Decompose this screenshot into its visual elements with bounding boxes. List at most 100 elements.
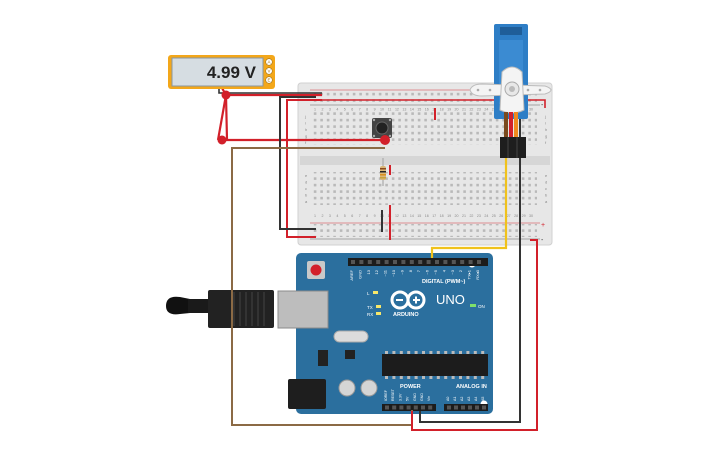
resistor[interactable] — [380, 158, 386, 186]
tx-led-label: TX — [367, 305, 373, 310]
arduino-brand: ARDUINO — [393, 312, 419, 318]
multimeter-display — [171, 57, 264, 87]
power-pin-socket[interactable] — [385, 405, 389, 410]
row-letter: g — [305, 134, 307, 139]
digital-pin-socket[interactable] — [359, 260, 364, 264]
power-jack[interactable] — [288, 379, 326, 409]
analog-pin-socket[interactable] — [482, 405, 486, 410]
digital-pin-socket[interactable] — [451, 260, 456, 264]
servo-motor[interactable] — [469, 24, 552, 158]
digital-pin-socket[interactable] — [393, 260, 397, 264]
analog-pin-socket[interactable] — [461, 405, 465, 410]
l-led — [373, 291, 378, 294]
multimeter-red-lead[interactable] — [216, 94, 228, 141]
row-letter: j — [544, 114, 546, 119]
power-pin-socket[interactable] — [399, 405, 404, 410]
digital-pin-label: 8 — [408, 269, 413, 272]
analog-pin-socket[interactable] — [468, 405, 472, 410]
power-pin-socket[interactable] — [428, 405, 433, 410]
multimeter[interactable]: 4.99 V AVE — [168, 55, 275, 89]
button-node[interactable] — [380, 135, 390, 145]
column-number: 5 — [344, 108, 346, 112]
row-letter: d — [545, 180, 547, 185]
row-letter: e — [305, 173, 308, 178]
rx-led-label: RX — [367, 312, 373, 317]
top-rail-red-wire[interactable] — [322, 99, 546, 108]
multimeter-terminals[interactable]: AVE — [265, 58, 273, 84]
usb-port[interactable] — [277, 290, 329, 329]
multimeter-terminal[interactable] — [265, 58, 273, 66]
pushbutton[interactable] — [372, 118, 392, 138]
multimeter-black-probe-wire[interactable] — [218, 88, 322, 94]
digital-pin-socket[interactable] — [409, 260, 414, 264]
power-header[interactable] — [382, 404, 436, 411]
multimeter-reading: 4.99 V — [207, 63, 257, 82]
digital-pin-socket[interactable] — [443, 260, 448, 264]
digital-pin-label: GND — [357, 270, 362, 279]
digital-pin-label: 13 — [366, 269, 371, 274]
column-number: 19 — [447, 108, 451, 112]
column-number: 30 — [529, 214, 533, 218]
column-number: 25 — [492, 214, 496, 218]
column-number: 1 — [314, 214, 316, 218]
digital-pin-label: 2 — [458, 269, 463, 272]
analog-pin-socket[interactable] — [475, 405, 479, 410]
analog-header[interactable] — [444, 404, 488, 411]
column-number: 22 — [469, 108, 473, 112]
column-number: 15 — [417, 214, 421, 218]
arduino-logo-icon — [390, 290, 426, 310]
power-pin-label: Vin — [427, 396, 431, 401]
digital-pin-socket[interactable] — [435, 260, 439, 264]
multimeter-terminal[interactable] — [265, 67, 273, 75]
digital-pin-socket[interactable] — [468, 260, 473, 264]
column-number: 28 — [514, 214, 518, 218]
digital-pin-socket[interactable] — [460, 260, 465, 264]
column-number: 30 — [529, 108, 533, 112]
row-letter: a — [305, 199, 308, 204]
reset-button[interactable] — [307, 261, 325, 279]
power-pin-socket[interactable] — [413, 405, 418, 410]
digital-pin-socket[interactable] — [384, 260, 389, 264]
power-pin-label: 3.3V — [398, 393, 402, 401]
probe-node[interactable] — [221, 90, 231, 100]
rail-link-black-wire[interactable] — [279, 96, 316, 230]
row-letter: h — [545, 127, 547, 132]
digital-header[interactable] — [348, 258, 488, 266]
usb-cable[interactable] — [166, 290, 274, 328]
power-pin-socket[interactable] — [421, 405, 425, 410]
analog-pin-socket[interactable] — [454, 405, 458, 410]
digital-pin-label: ~11 — [383, 269, 388, 276]
digital-pin-socket[interactable] — [477, 260, 481, 264]
column-number: 16 — [425, 214, 429, 218]
on-led — [470, 304, 476, 307]
row-letter: i — [545, 121, 546, 126]
servo-ground-wire[interactable] — [419, 118, 521, 423]
column-number: 17 — [432, 214, 436, 218]
rail-plus-label-bottom: + — [541, 222, 545, 229]
column-number: 3 — [329, 108, 331, 112]
servo-connector — [500, 137, 526, 158]
digital-pin-socket[interactable] — [401, 260, 406, 264]
digital-pin-socket[interactable] — [418, 260, 423, 264]
servo-power-wire[interactable] — [411, 239, 538, 431]
rail-link-red-wire[interactable] — [286, 99, 322, 238]
row-letter: b — [545, 193, 548, 198]
probe-node[interactable] — [217, 135, 227, 145]
multimeter-terminal[interactable] — [265, 76, 273, 84]
column-number: 14 — [410, 108, 414, 112]
digital-pin-label: TX▸1 — [467, 269, 472, 279]
power-header-label: POWER — [400, 384, 421, 390]
servo-signal-wire[interactable] — [430, 118, 508, 258]
analog-pin-label: A1 — [453, 397, 457, 401]
digital-pin-socket[interactable] — [367, 260, 372, 264]
digital-pin-label: 4 — [441, 269, 446, 272]
digital-pin-socket[interactable] — [426, 260, 431, 264]
rail-minus-label-bottom: - — [541, 237, 544, 244]
power-pin-socket[interactable] — [406, 405, 411, 410]
analog-pin-socket[interactable] — [447, 405, 451, 410]
digital-pin-socket[interactable] — [376, 260, 381, 264]
digital-pin-socket[interactable] — [351, 260, 355, 264]
digital-pin-label: ~9 — [399, 269, 404, 274]
power-pin-socket[interactable] — [392, 405, 397, 410]
